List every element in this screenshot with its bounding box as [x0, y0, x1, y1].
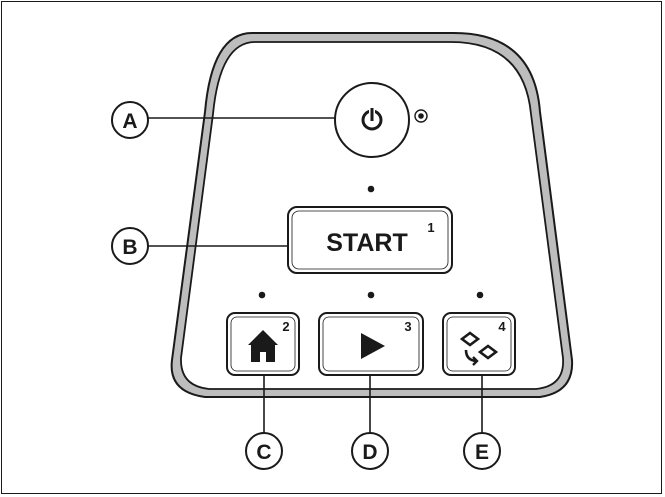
callout-b: B: [111, 227, 149, 265]
callout-a-label: A: [122, 110, 137, 133]
home-icon: [248, 330, 278, 362]
power-indicator-led: [414, 109, 428, 123]
play-icon: [361, 333, 385, 359]
play-button[interactable]: 3: [318, 312, 424, 376]
callout-d-label: D: [362, 441, 377, 464]
start-button-label: START: [326, 229, 407, 257]
callout-d: D: [351, 432, 389, 470]
start-button[interactable]: START 1: [287, 206, 453, 274]
callout-b-label: B: [122, 236, 137, 259]
start-status-led: [367, 185, 375, 193]
home-button-number: 2: [282, 319, 289, 334]
callout-c: C: [245, 432, 283, 470]
callout-a: A: [111, 101, 149, 139]
mode-switch-icon: [459, 331, 499, 366]
start-button-number: 1: [427, 220, 434, 235]
callout-c-label: C: [256, 441, 271, 464]
home-status-led: [258, 291, 266, 299]
play-button-number: 3: [404, 319, 411, 334]
mode-button-number: 4: [498, 319, 506, 334]
callout-e-label: E: [475, 441, 489, 464]
mode-button[interactable]: 4: [442, 312, 516, 376]
callout-e: E: [463, 432, 501, 470]
home-button[interactable]: 2: [226, 312, 300, 376]
mode-status-led: [476, 291, 484, 299]
power-icon: [361, 107, 383, 131]
power-button[interactable]: [334, 82, 410, 158]
leader-lines: [148, 117, 483, 434]
play-status-led: [367, 291, 375, 299]
